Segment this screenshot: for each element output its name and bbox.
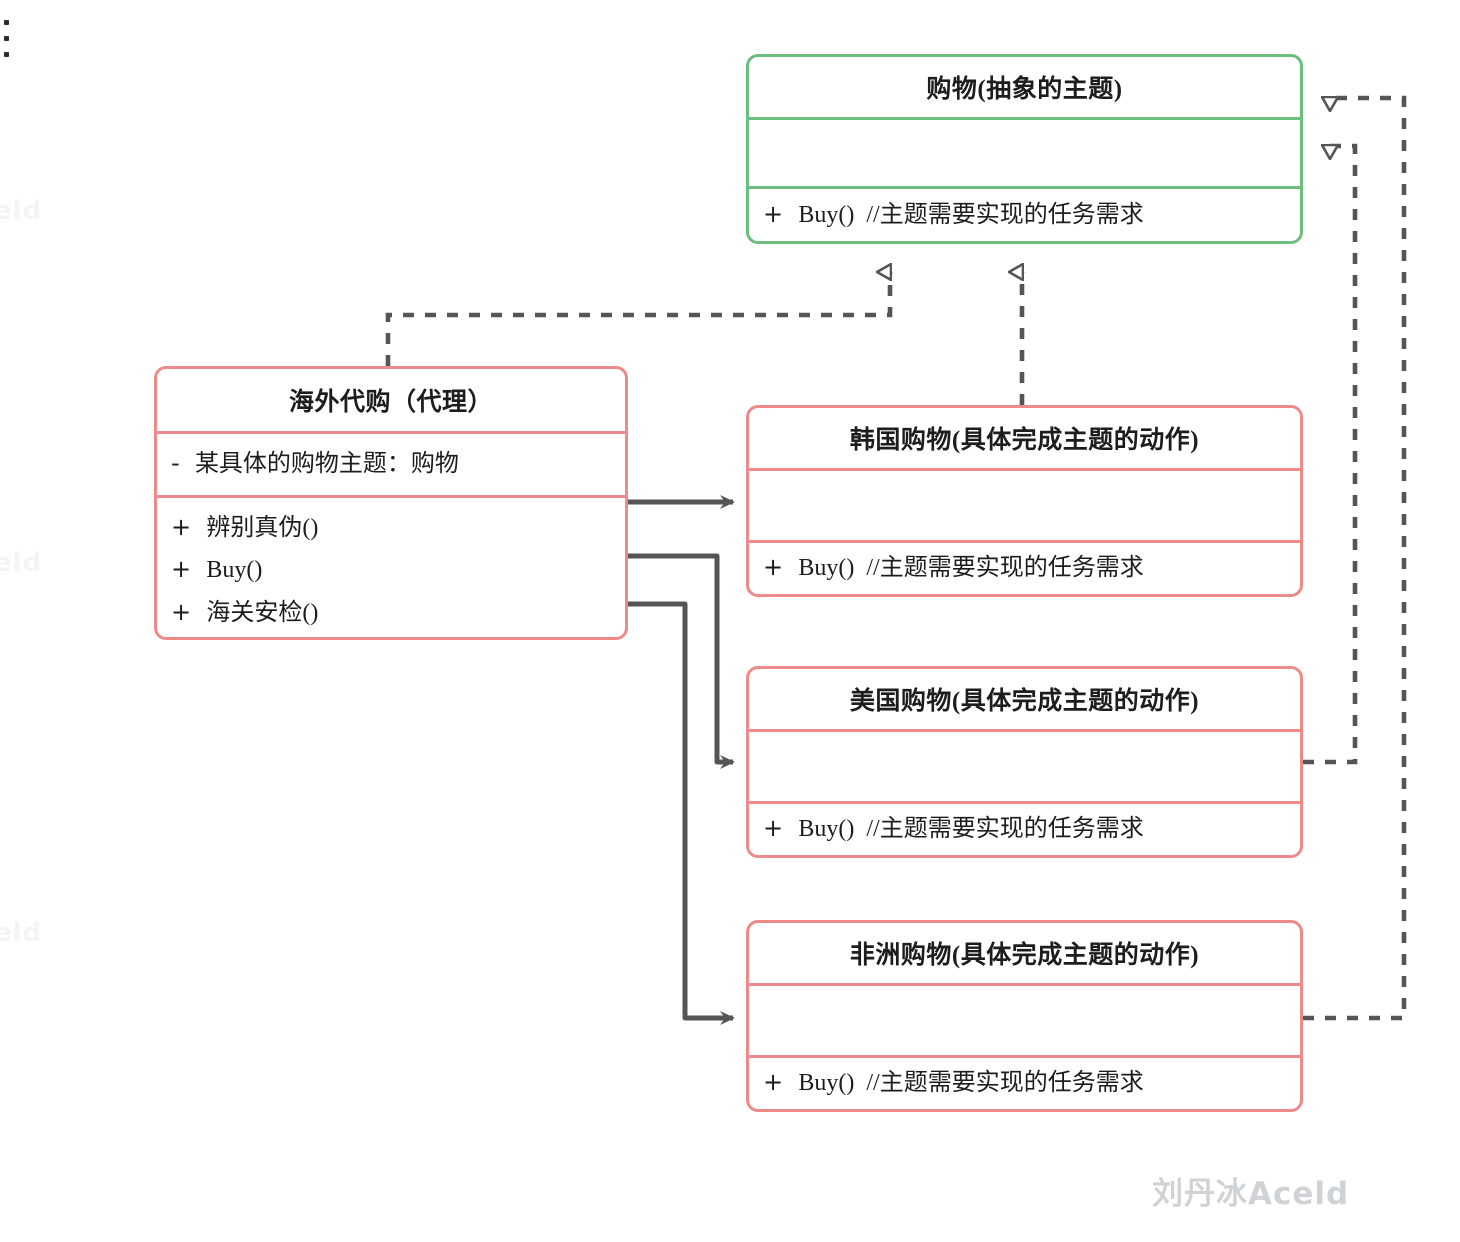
method-signature: Buy() [206,557,263,584]
method-signature: 辨别真伪() [206,515,319,542]
method-signature: Buy() //主题需要实现的任务需求 [798,1070,1144,1097]
class-method: + Buy() //主题需要实现的任务需求 [749,808,1300,850]
class-title-section: 购物(抽象的主题) [749,57,1300,117]
class-method: + Buy() //主题需要实现的任务需求 [749,547,1300,589]
watermark-edge: eld [0,548,43,578]
watermark-edge: eld [0,196,43,226]
class-title-section: 韩国购物(具体完成主题的动作) [749,408,1300,468]
class-attributes-section [749,983,1300,1055]
class-title: 美国购物(具体完成主题的动作) [849,688,1200,715]
class-title: 非洲购物(具体完成主题的动作) [849,942,1200,969]
class-title: 购物(抽象的主题) [926,76,1123,103]
class-title-section: 非洲购物(具体完成主题的动作) [749,923,1300,983]
method-signature: Buy() //主题需要实现的任务需求 [798,816,1144,843]
method-visibility: + [763,553,784,582]
class-methods-section: + 辨别真伪() + Buy() + 海关安检() [157,495,625,637]
watermark-author: 刘丹冰Aceld [1152,1176,1350,1212]
class-box-subject[interactable]: 购物(抽象的主题) + Buy() //主题需要实现的任务需求 [746,54,1303,244]
class-method: + 辨别真伪() [157,507,625,549]
method-visibility: + [171,597,192,626]
class-box-usa[interactable]: 美国购物(具体完成主题的动作) + Buy() //主题需要实现的任务需求 [746,666,1303,858]
class-title-section: 海外代购（代理） [157,369,625,431]
method-visibility: + [171,513,192,542]
class-methods-section: + Buy() //主题需要实现的任务需求 [749,801,1300,855]
menu-dots-icon [4,20,9,68]
method-signature: Buy() //主题需要实现的任务需求 [798,555,1144,582]
attribute-visibility: - [171,449,180,478]
method-visibility: + [763,199,784,228]
class-attribute: - 某具体的购物主题：购物 [157,443,625,485]
class-methods-section: + Buy() //主题需要实现的任务需求 [749,540,1300,594]
method-visibility: + [763,1068,784,1097]
class-methods-section: + Buy() //主题需要实现的任务需求 [749,186,1300,241]
class-box-africa[interactable]: 非洲购物(具体完成主题的动作) + Buy() //主题需要实现的任务需求 [746,920,1303,1112]
class-method: + Buy() //主题需要实现的任务需求 [749,1062,1300,1104]
class-method: + 海关安检() [157,592,625,634]
class-method: + Buy() [157,549,625,591]
class-box-proxy[interactable]: 海外代购（代理） - 某具体的购物主题：购物 + 辨别真伪() + Buy() … [154,366,628,640]
class-methods-section: + Buy() //主题需要实现的任务需求 [749,1055,1300,1109]
method-visibility: + [763,814,784,843]
class-attributes-section: - 某具体的购物主题：购物 [157,431,625,495]
method-signature: Buy() //主题需要实现的任务需求 [798,201,1144,228]
class-method: + Buy() //主题需要实现的任务需求 [749,194,1300,236]
method-signature: 海关安检() [206,599,319,626]
class-box-korea[interactable]: 韩国购物(具体完成主题的动作) + Buy() //主题需要实现的任务需求 [746,405,1303,597]
class-attributes-section [749,117,1300,186]
class-title: 海外代购（代理） [288,389,493,416]
class-title: 韩国购物(具体完成主题的动作) [849,427,1200,454]
method-visibility: + [171,555,192,584]
attribute-signature: 某具体的购物主题：购物 [194,451,459,478]
class-title-section: 美国购物(具体完成主题的动作) [749,669,1300,729]
class-attributes-section [749,729,1300,801]
watermark-edge: eld [0,918,43,948]
class-attributes-section [749,468,1300,540]
